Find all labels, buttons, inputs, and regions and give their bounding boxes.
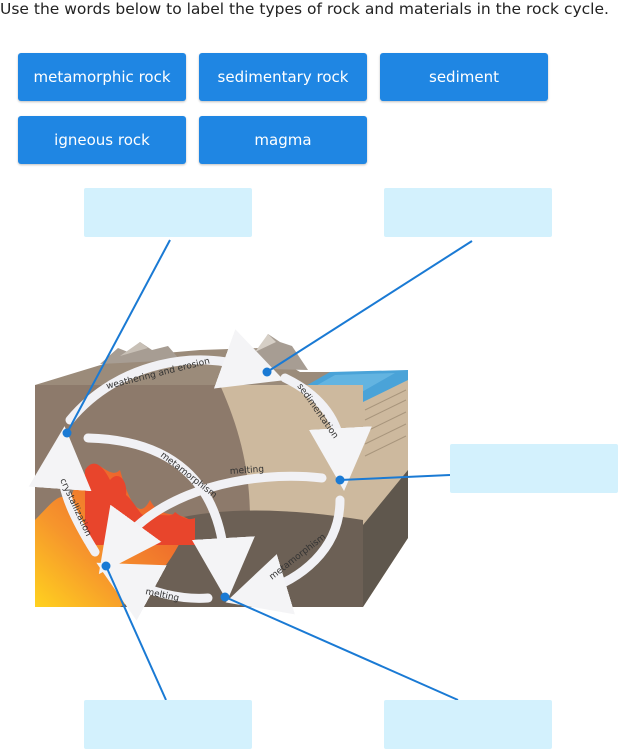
word-magma[interactable]: magma — [199, 116, 367, 164]
drop-zone-bottom-left[interactable] — [84, 700, 252, 749]
word-sedimentary-rock[interactable]: sedimentary rock — [199, 53, 367, 101]
block-front-face — [35, 385, 363, 607]
block-side-face — [363, 378, 408, 607]
drop-zone-top-left[interactable] — [84, 188, 252, 237]
cycle-arrows — [28, 329, 372, 621]
drop-zone-middle-right[interactable] — [450, 444, 618, 493]
label-melting-top: melting — [230, 465, 265, 477]
drop-zone-bottom-right[interactable] — [384, 700, 552, 749]
word-metamorphic-rock[interactable]: metamorphic rock — [18, 53, 186, 101]
word-igneous-rock[interactable]: igneous rock — [18, 116, 186, 164]
drop-zone-top-right[interactable] — [384, 188, 552, 237]
word-sediment[interactable]: sediment — [380, 53, 548, 101]
pointer-dots — [62, 367, 345, 602]
pointer-lines — [66, 239, 473, 701]
instruction-text: Use the words below to label the types o… — [0, 0, 609, 18]
